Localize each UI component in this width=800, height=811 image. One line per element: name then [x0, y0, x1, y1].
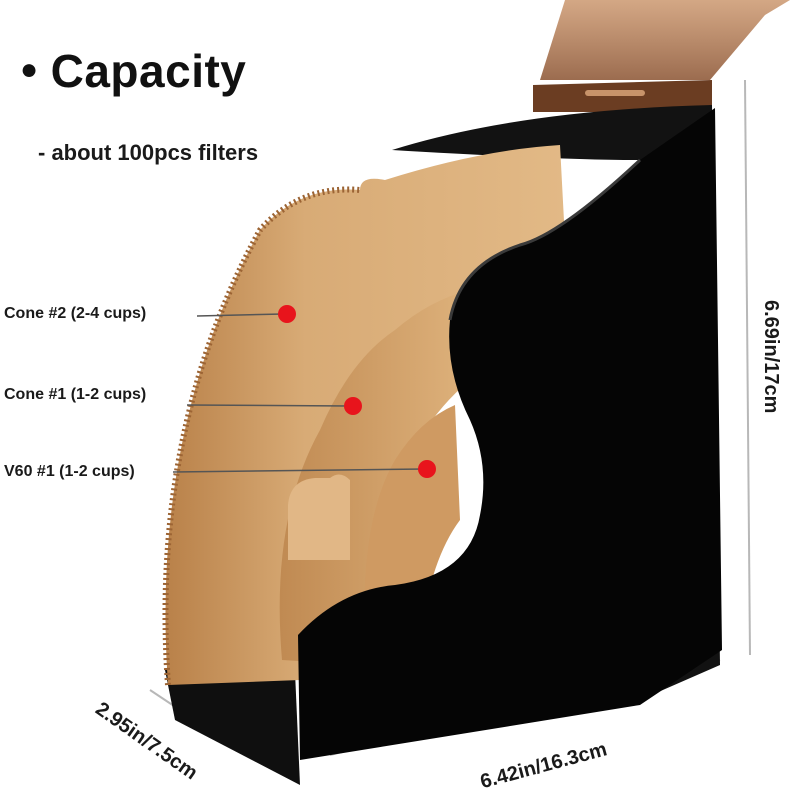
filter-stack-cone-1-tab	[288, 474, 350, 560]
callout-label-v60: V60 #1 (1-2 cups)	[4, 463, 135, 480]
dimension-height-label: 6.69in/17cm	[760, 300, 782, 414]
callout-line-cone-2	[196, 313, 284, 317]
filter-stack-cone-2-edge	[162, 186, 361, 686]
callout-line-v60	[172, 468, 426, 473]
marker-dot-v60	[418, 460, 436, 478]
filter-stack-cone-1	[279, 290, 470, 665]
marker-dot-cone-2	[278, 305, 296, 323]
capacity-subtitle: - about 100pcs filters	[38, 140, 259, 165]
bullet-icon: ●	[20, 53, 39, 86]
callout-label-cone-2: Cone #2 (2-4 cups)	[4, 305, 147, 322]
capacity-heading: ● Capacity	[20, 44, 246, 98]
holder-front-panel-rim	[448, 158, 642, 321]
height-dimension-line	[744, 79, 751, 656]
marker-dot-cone-1	[344, 397, 362, 415]
filter-stack-v60	[364, 405, 460, 640]
lid-hinge-highlight	[585, 90, 645, 96]
capacity-title: Capacity	[50, 45, 247, 97]
callout-line-cone-1	[186, 404, 351, 407]
transparent-lid	[540, 0, 790, 80]
callout-label-cone-1: Cone #1 (1-2 cups)	[4, 386, 147, 403]
holder-front-panel	[298, 108, 722, 760]
holder-base	[165, 670, 300, 785]
